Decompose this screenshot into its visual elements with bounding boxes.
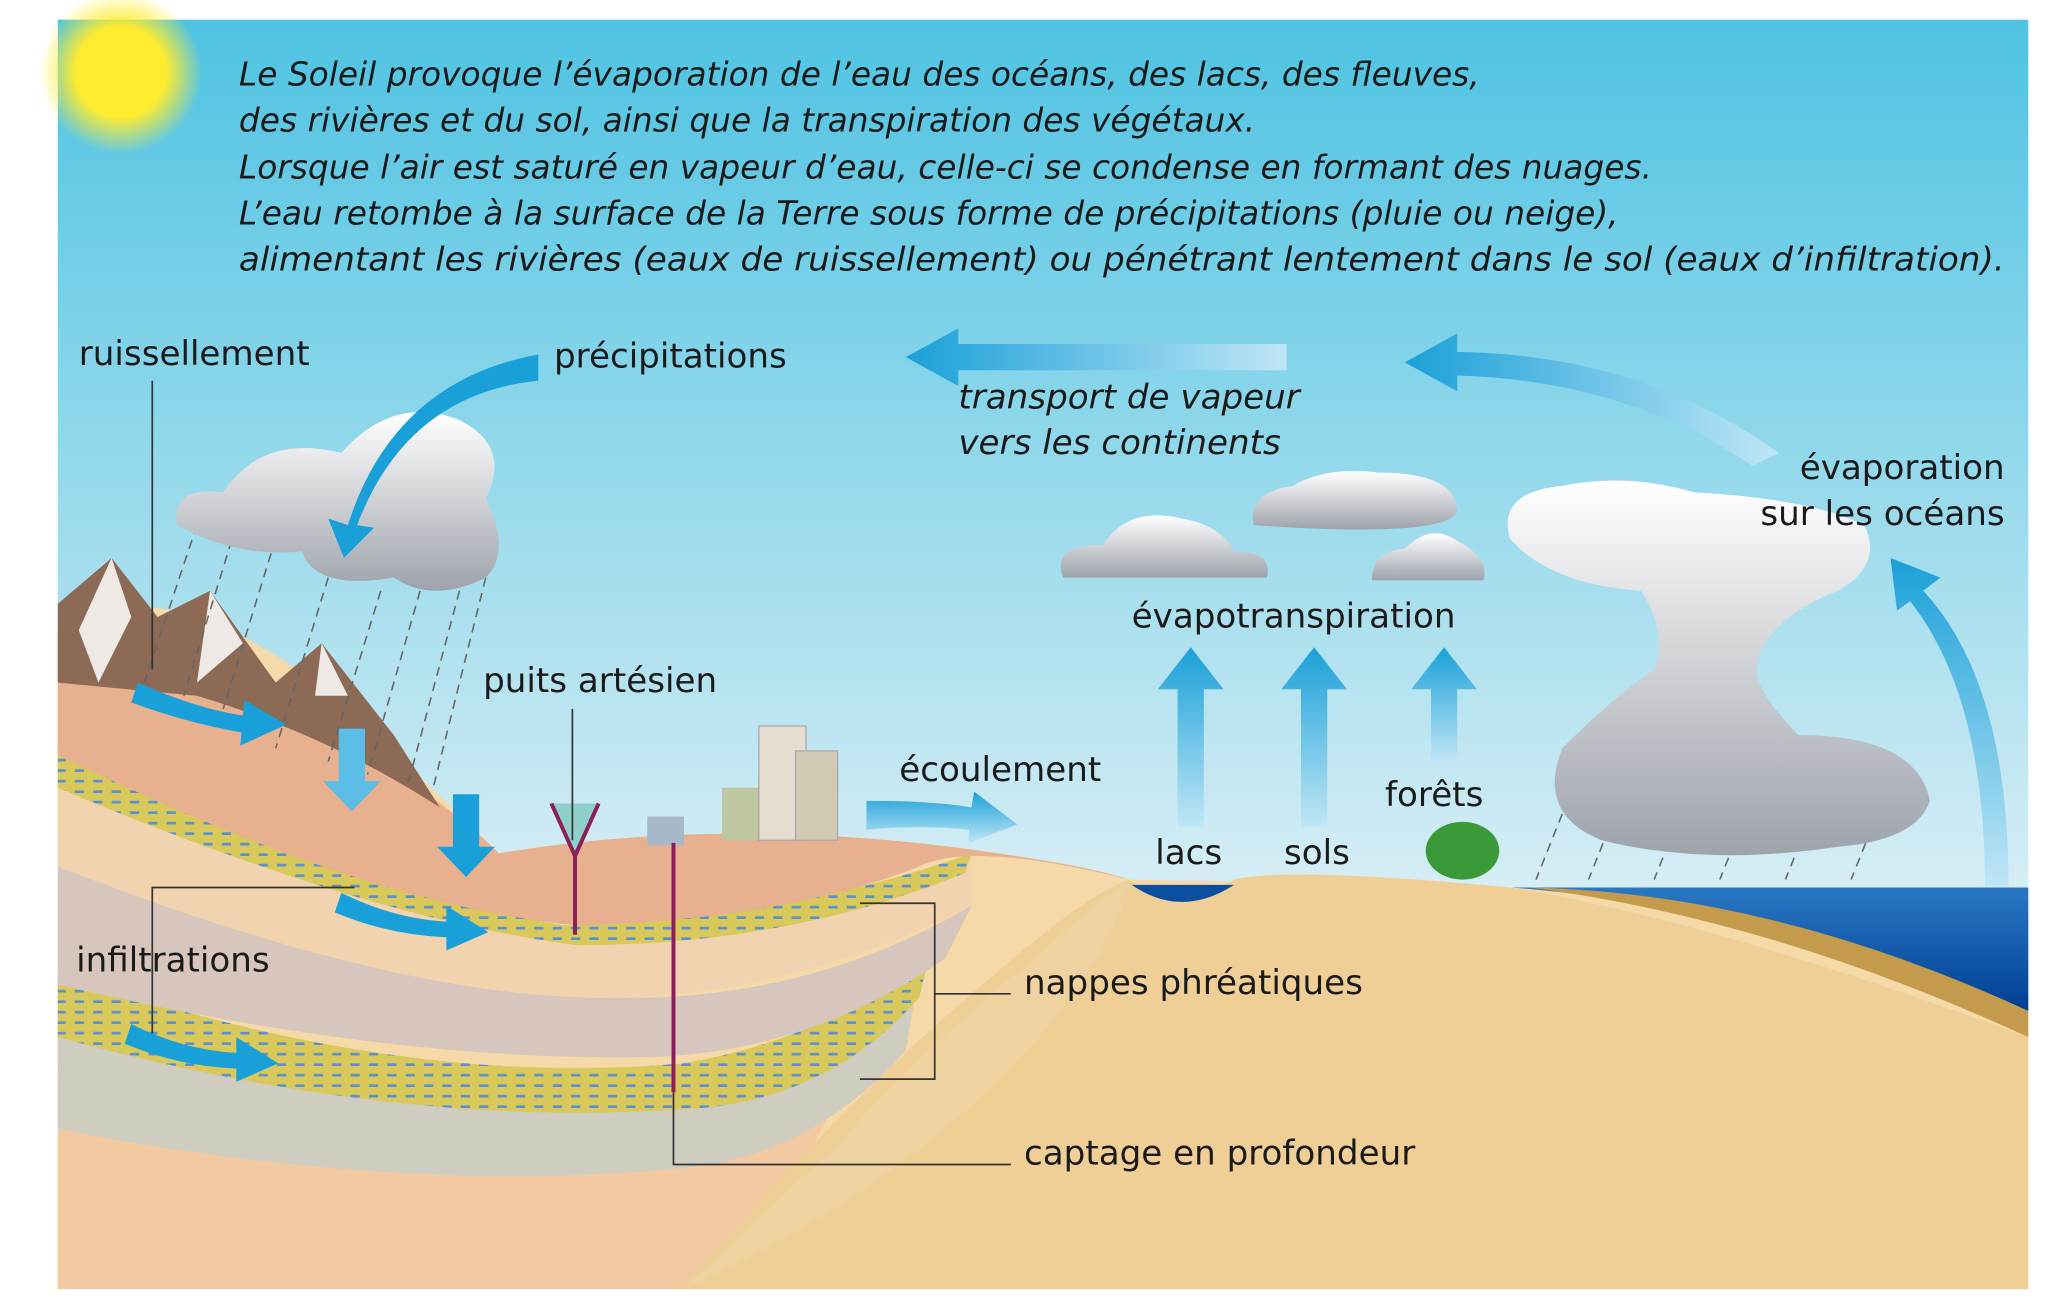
artesian-well xyxy=(549,802,601,935)
label-transport: transport de vapeur xyxy=(958,377,1301,417)
ground-layers xyxy=(57,606,2029,1290)
label-ruissellement: ruissellement xyxy=(79,334,310,374)
clouds xyxy=(176,412,1930,856)
label-lacs: lacs xyxy=(1155,833,1222,873)
precipitation-arrow xyxy=(328,354,539,558)
label-forets: forêts xyxy=(1385,775,1483,815)
label-ecoulement: écoulement xyxy=(899,750,1101,790)
city-buildings xyxy=(647,725,839,846)
caption-line: Lorsque l’air est saturé en vapeur d’eau… xyxy=(239,149,1652,187)
label-sols: sols xyxy=(1284,833,1350,873)
label-nappes-phreatiques: nappes phréatiques xyxy=(1024,963,1363,1003)
label-evapotranspiration: évapotranspiration xyxy=(1132,597,1456,637)
caption: Le Soleil provoque l’évaporation de l’ea… xyxy=(239,55,2005,278)
label-evaporation: évaporation xyxy=(1800,448,2005,488)
label-transport: vers les continents xyxy=(958,423,1281,463)
flow-arrows xyxy=(124,328,2009,1082)
label-evaporation: sur les océans xyxy=(1760,494,2004,534)
caption-line: alimentant les rivières (eaux de ruissel… xyxy=(239,240,2005,278)
forest-tree-icon xyxy=(1425,821,1500,880)
sun-icon xyxy=(39,0,203,154)
evaporation-arrow-right xyxy=(1890,557,2009,887)
ocean xyxy=(1509,887,2029,1011)
labels: ruissellement précipitations transport d… xyxy=(76,334,2005,1174)
label-captage: captage en profondeur xyxy=(1024,1133,1416,1173)
evaporation-arrow-top xyxy=(1404,333,1779,467)
transport-arrow xyxy=(905,328,1287,386)
caption-line: des rivières et du sol, ainsi que la tra… xyxy=(239,101,1255,139)
label-precipitations: précipitations xyxy=(554,337,787,377)
caption-line: Le Soleil provoque l’évaporation de l’ea… xyxy=(239,55,1480,93)
label-puits-artesien: puits artésien xyxy=(483,661,717,701)
label-infiltrations: infiltrations xyxy=(76,940,270,980)
caption-line: L’eau retombe à la surface de la Terre s… xyxy=(239,194,1619,232)
leader-lines xyxy=(151,380,1011,1166)
